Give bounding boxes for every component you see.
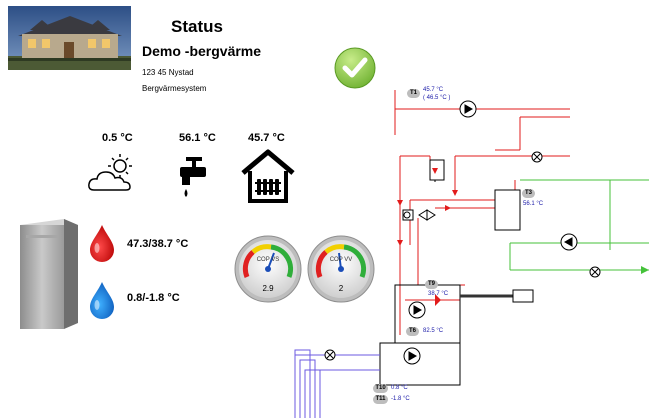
sensor-t1-value: 45.7 °C bbox=[423, 87, 444, 93]
cop-vs-label: COP VS bbox=[256, 257, 280, 263]
outdoor-temp: 0.5 °C bbox=[102, 132, 133, 144]
water-tap-icon bbox=[180, 157, 206, 197]
indoor-temp: 45.7 °C bbox=[248, 132, 285, 144]
sensor-t3-value: 56.1 °C bbox=[523, 201, 544, 207]
cop-vs-gauge: COP VS 2.9 bbox=[233, 234, 303, 304]
hot-side-temps: 47.3/38.7 °C bbox=[127, 238, 189, 250]
cold-side-temps: 0.8/-1.8 °C bbox=[127, 292, 180, 304]
sensor-t10-value: 0.8 °C bbox=[391, 385, 408, 391]
cold-drop-icon bbox=[90, 282, 114, 319]
sensor-t10-tag: T10 bbox=[373, 384, 388, 393]
schematic-piping bbox=[294, 90, 649, 418]
cop-vv-value: 2 bbox=[338, 284, 344, 293]
sensor-t9-value: 38.7 °C bbox=[428, 291, 449, 297]
page-title: Status bbox=[171, 17, 223, 36]
sensor-t11-tag: T11 bbox=[373, 395, 388, 404]
sensor-t1-value2: ( 46.5 °C ) bbox=[423, 95, 451, 101]
sensor-t6-value: 82.5 °C bbox=[423, 328, 444, 334]
house-radiator-icon bbox=[241, 149, 295, 203]
cop-vv-gauge: COP VV 2 bbox=[306, 234, 376, 304]
cop-vs-value: 2.9 bbox=[262, 284, 274, 293]
tap-water-temp: 56.1 °C bbox=[179, 132, 216, 144]
system-type: Bergvärmesystem bbox=[142, 84, 207, 93]
sensor-t9-tag: T9 bbox=[425, 280, 438, 289]
system-schematic: T1 45.7 °C ( 46.5 °C ) T3 56.1 °C T9 38.… bbox=[285, 60, 649, 418]
hot-drop-icon bbox=[90, 225, 114, 262]
house-photo bbox=[8, 6, 131, 70]
sensor-t1-tag: T1 bbox=[407, 89, 420, 98]
sensor-t3-tag: T3 bbox=[522, 189, 535, 198]
site-address: 123 45 Nystad bbox=[142, 68, 194, 77]
heat-pump-unit bbox=[20, 219, 78, 329]
site-name: Demo -bergvärme bbox=[142, 43, 262, 59]
partly-cloudy-icon bbox=[88, 154, 132, 191]
checkmark-ok-icon bbox=[334, 47, 376, 89]
cop-vv-label: COP VV bbox=[329, 257, 353, 263]
sensor-t6-tag: T6 bbox=[406, 327, 419, 336]
sensor-t11-value: -1.8 °C bbox=[391, 396, 410, 402]
